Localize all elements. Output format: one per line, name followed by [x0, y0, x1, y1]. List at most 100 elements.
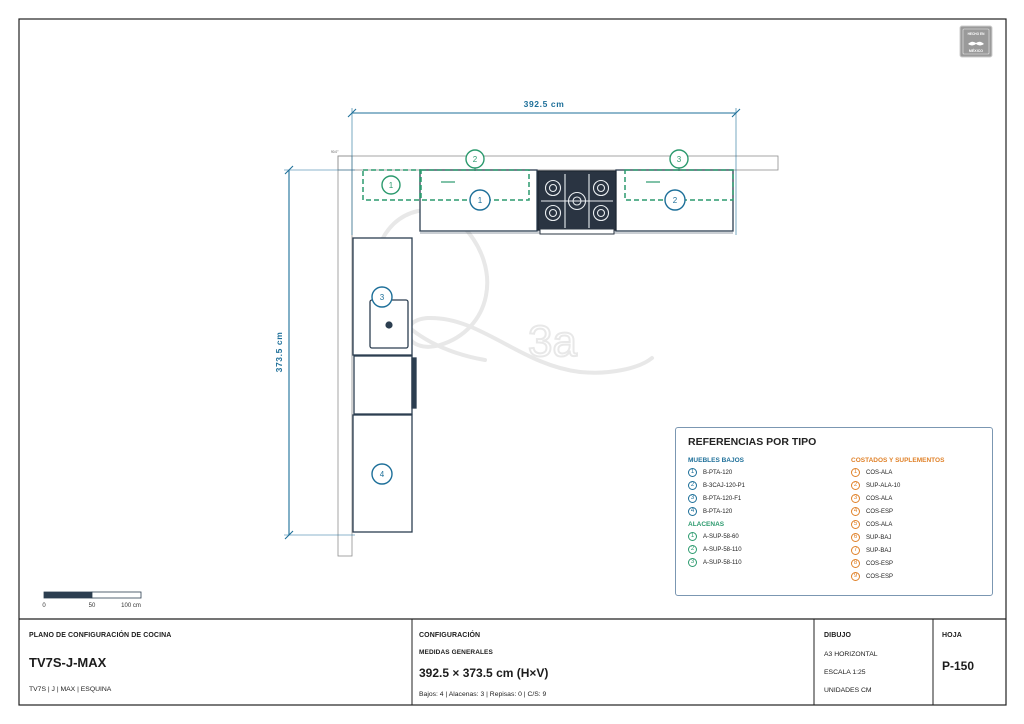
dibujo-label: DIBUJO [824, 632, 852, 639]
model-subtitle: TV7S | J | MAX | ESQUINA [29, 686, 112, 693]
wall-marker-3: 3 [669, 149, 689, 169]
legend-item-costados: 7 SUP-BAJ [851, 545, 891, 556]
watermark-text: 3a [528, 317, 577, 366]
legend-number-icon: 5 [851, 520, 860, 529]
legend-item-costados: 5 COS-ALA [851, 519, 892, 530]
left-run [352, 237, 417, 533]
hecho-en-mexico-badge: HECHO EN MÉXICO [959, 25, 993, 58]
legend-item-code: B-PTA-120 [703, 508, 733, 515]
svg-text:3: 3 [677, 155, 682, 164]
model-name: TV7S-J-MAX [29, 655, 107, 670]
legend-item-code: SUP-ALA-10 [866, 482, 901, 489]
legend-number-icon: 1 [688, 532, 697, 541]
legend-number-icon: 3 [851, 494, 860, 503]
legend-item-costados: 8 COS-ESP [851, 558, 893, 569]
medidas-value: 392.5 × 373.5 cm (H×V) [419, 666, 549, 680]
base-marker-2: 2 [664, 189, 686, 211]
sink-drain-icon [385, 321, 393, 329]
eagle-icon [968, 41, 984, 46]
medidas-label: MEDIDAS GENERALES [419, 649, 493, 656]
legend-number-icon: 4 [851, 507, 860, 516]
sheet-border [18, 18, 1007, 706]
legend-item-costados: 4 COS-ESP [851, 506, 893, 517]
svg-text:2: 2 [673, 196, 678, 205]
legend-item-code: A-SUP-58-60 [703, 533, 739, 540]
legend-title: REFERENCIAS POR TIPO [688, 436, 817, 448]
legend-number-icon: 2 [688, 545, 697, 554]
legend-item-code: COS-ESP [866, 560, 894, 567]
svg-text:2: 2 [473, 155, 478, 164]
legend-number-icon: 1 [851, 468, 860, 477]
wall-cabinet-1 [362, 169, 421, 201]
scale-label-100: 100 cm [121, 603, 141, 609]
height-dimension [284, 165, 355, 540]
legend-item-code: COS-ALA [866, 469, 893, 476]
legend-item-code: B-PTA-120-F1 [703, 495, 742, 502]
legend-item-muebles-bajos: 3 B-PTA-120-F1 [688, 493, 741, 504]
format-value: A3 HORIZONTAL [824, 651, 878, 658]
height-dimension-label: 373.5 cm [274, 332, 284, 373]
angle-label: 90.0° [331, 150, 339, 154]
legend-heading-muebles-bajos: MUEBLES BAJOS [688, 457, 744, 464]
base-marker-4: 4 [371, 463, 393, 485]
legend-number-icon: 2 [688, 481, 697, 490]
legend-item-costados: 6 SUP-BAJ [851, 532, 891, 543]
svg-text:1: 1 [389, 181, 394, 190]
legend-item-code: COS-ESP [866, 508, 894, 515]
hoja-value: P-150 [942, 659, 975, 673]
wall-marker-1: 1 [381, 175, 401, 195]
svg-text:3: 3 [380, 293, 385, 302]
legend-number-icon: 3 [688, 558, 697, 567]
svg-text:4: 4 [380, 470, 385, 479]
scale-label-0: 0 [42, 603, 46, 609]
legend-item-costados: 1 COS-ALA [851, 467, 892, 478]
scale-label-50: 50 [89, 603, 96, 609]
badge-line2: MÉXICO [969, 48, 983, 53]
width-dimension-label: 392.5 cm [524, 99, 565, 109]
legend-item-code: SUP-BAJ [866, 534, 892, 541]
svg-text:1: 1 [478, 196, 483, 205]
legend-number-icon: 4 [688, 507, 697, 516]
legend-number-icon: 9 [851, 572, 860, 581]
unidades-value: UNIDADES CM [824, 687, 872, 694]
legend-item-costados: 2 SUP-ALA-10 [851, 480, 900, 491]
legend-number-icon: 3 [688, 494, 697, 503]
legend-item-code: B-3CAJ-120-P1 [703, 482, 746, 489]
width-dimension [347, 108, 741, 235]
legend-heading-costados: COSTADOS Y SUPLEMENTOS [851, 457, 945, 464]
legend-item-alacenas: 1 A-SUP-58-60 [688, 531, 739, 542]
legend-number-icon: 8 [851, 559, 860, 568]
legend-number-icon: 6 [851, 533, 860, 542]
legend-heading-alacenas: ALACENAS [688, 521, 725, 528]
legend-item-code: SUP-BAJ [866, 547, 892, 554]
config-label: CONFIGURACIÓN [419, 632, 481, 639]
legend-number-icon: 2 [851, 481, 860, 490]
wall-marker-2: 2 [465, 149, 485, 169]
legend-item-code: COS-ALA [866, 521, 893, 528]
scale-bar [43, 591, 142, 599]
drawer-pull [411, 357, 417, 409]
legend-item-code: COS-ALA [866, 495, 893, 502]
project-label: PLANO DE CONFIGURACIÓN DE COCINA [29, 632, 172, 639]
legend-item-alacenas: 2 A-SUP-58-110 [688, 544, 742, 555]
corner-filler [353, 355, 413, 415]
legend-item-muebles-bajos: 2 B-3CAJ-120-P1 [688, 480, 745, 491]
legend-item-costados: 9 COS-ESP [851, 571, 893, 582]
base-marker-3: 3 [371, 286, 393, 308]
hoja-label: HOJA [942, 632, 962, 639]
legend-item-code: COS-ESP [866, 573, 894, 580]
badge-line1: HECHO EN [968, 32, 986, 36]
wall-outline [337, 155, 779, 557]
legend-item-costados: 3 COS-ALA [851, 493, 892, 504]
escala-value: ESCALA 1:25 [824, 669, 866, 676]
legend-item-muebles-bajos: 4 B-PTA-120 [688, 506, 732, 517]
legend-item-code: A-SUP-58-110 [703, 546, 742, 553]
legend-number-icon: 7 [851, 546, 860, 555]
counts-summary: Bajos: 4 | Alacenas: 3 | Repisas: 0 | C/… [419, 691, 547, 698]
stove-appliance [537, 170, 617, 235]
base-marker-1: 1 [469, 189, 491, 211]
